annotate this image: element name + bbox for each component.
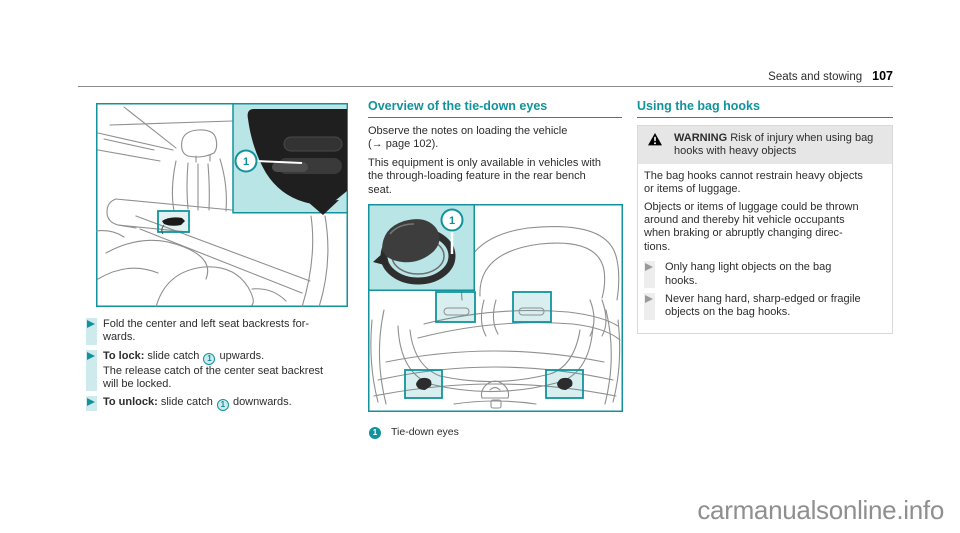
right-column: Using the bag hooks WARNING Risk of inju… xyxy=(637,100,893,334)
callout-circle xyxy=(234,149,258,173)
trunk-tie-down-figure: 1 xyxy=(368,204,623,413)
tie-down-eyes-small xyxy=(416,377,573,391)
warning-triangle-icon xyxy=(648,132,662,159)
tie-down-highlight-rects xyxy=(404,291,584,399)
middle-column: Overview of the tie-down eyes Observe th… xyxy=(368,100,623,439)
bullet-line: wards. xyxy=(103,331,136,344)
tie-down-flap xyxy=(382,219,440,263)
callout-number: 1 xyxy=(449,215,455,227)
caption-label: Tie-down eyes xyxy=(391,426,459,439)
bullet-line: To unlock: slide catch 1 downwards. xyxy=(103,396,292,412)
page-header: Seats and stowing 107 xyxy=(768,69,893,83)
bullet-arrow-icon xyxy=(86,396,97,412)
list-item: To unlock: slide catch 1 downwards. xyxy=(86,396,349,412)
bullet-line: The release catch of the center seat bac… xyxy=(103,364,324,377)
list-item: Never hang hard, sharp-edged or fragile … xyxy=(644,293,886,320)
left-instruction-list: Fold the center and left seat backrests … xyxy=(86,318,349,412)
paragraph: Objects or items of luggage could be thr… xyxy=(644,200,859,253)
tie-down-highlight-rect xyxy=(435,291,476,323)
paragraph: The bag hooks cannot restrain heavy obje… xyxy=(644,169,863,196)
figure-caption: 1 Tie-down eyes xyxy=(368,426,622,439)
warning-body: The bag hooks cannot restrain heavy obje… xyxy=(638,164,892,333)
bullet-line: Fold the center and left seat backrests … xyxy=(103,318,310,330)
tie-down-highlight-rect xyxy=(404,369,443,399)
warning-instruction-list: Only hang light objects on the bag hooks… xyxy=(644,261,886,320)
bullet-line: To lock: slide catch 1 upwards. xyxy=(103,349,265,365)
catch-closeup xyxy=(247,109,347,205)
paragraph: This equipment is only available in vehi… xyxy=(368,156,601,196)
seat-figure-svg: 1 xyxy=(95,103,349,308)
section-heading-bag-hooks: Using the bag hooks xyxy=(637,100,893,118)
bullet-line: will be locked. xyxy=(103,377,172,390)
callout-badge: 1 xyxy=(216,399,229,412)
warning-title-line: hooks with heavy objects xyxy=(674,145,797,158)
bullet-arrow-icon xyxy=(644,261,655,289)
catch-in-seat xyxy=(162,217,185,226)
trunk-figure-svg: 1 xyxy=(368,204,623,413)
callout-number: 1 xyxy=(243,156,249,168)
watermark: carmanualsonline.info xyxy=(697,495,944,525)
bullet-arrow-icon xyxy=(86,318,97,345)
callout-circle xyxy=(440,208,464,232)
bullet-arrow-icon xyxy=(86,349,97,392)
header-section-title: Seats and stowing xyxy=(768,71,863,83)
trunk-inset: 1 xyxy=(368,204,475,292)
caption-callout-badge: 1 xyxy=(369,426,381,439)
seat-backrest-figure: 1 xyxy=(95,103,349,308)
warning-box: WARNING Risk of injury when using bag ho… xyxy=(637,125,893,334)
header-rule xyxy=(78,86,893,88)
warning-header: WARNING Risk of injury when using bag ho… xyxy=(638,126,892,164)
tie-down-highlight-rect xyxy=(512,291,552,323)
seat-line-art xyxy=(95,106,329,308)
list-item: To lock: slide catch 1 upwards. The rele… xyxy=(86,349,349,392)
trunk-line-art xyxy=(370,226,621,409)
list-item: Only hang light objects on the bag hooks… xyxy=(644,261,886,289)
callout-leader-line xyxy=(255,160,303,164)
seat-inset: 1 xyxy=(232,103,349,215)
list-item: Fold the center and left seat backrests … xyxy=(86,318,349,345)
left-column: 1 Fold the center and left seat backrest… xyxy=(86,103,349,416)
bullet-arrow-icon xyxy=(644,293,655,320)
section-heading-tie-down-eyes: Overview of the tie-down eyes xyxy=(368,100,622,118)
paragraph: Observe the notes on loading the vehicle… xyxy=(368,125,568,151)
warning-title-line: WARNING Risk of injury when using bag xyxy=(674,132,874,144)
callout-badge: 1 xyxy=(203,352,216,365)
header-page-number: 107 xyxy=(872,69,893,83)
